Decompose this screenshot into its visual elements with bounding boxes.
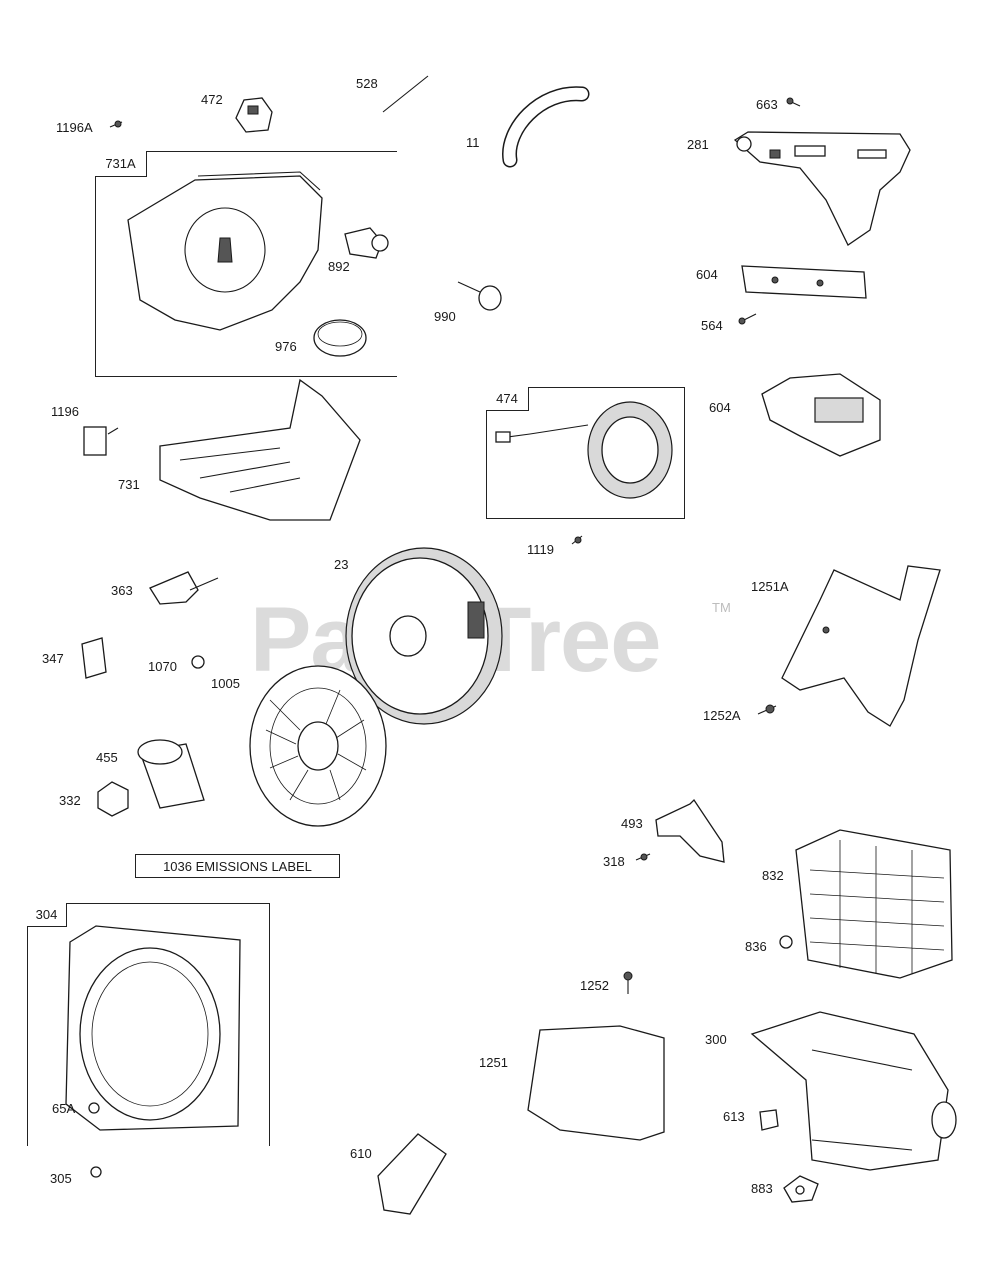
callout-1119: 1119 [527,542,554,557]
callout-1196: 1196 [51,404,79,419]
callout-663: 663 [756,97,778,112]
part-731-cover [159,378,361,521]
watermark-trademark: TM [712,600,731,615]
callout-731: 731 [118,477,140,492]
callout-493: 493 [621,816,643,831]
emissions-label-box: 1036 EMISSIONS LABEL [135,854,340,878]
part-990-knob [457,281,502,311]
part-892-knob [344,227,389,259]
part-832-muffler-guard [795,829,953,979]
group-tag-474: 474 [486,387,529,411]
part-493-bracket [655,798,725,863]
callout-455: 455 [96,750,118,765]
callout-1252: 1252 [580,978,609,993]
group-frame-731A [95,151,397,377]
callout-976: 976 [275,339,297,354]
callout-363: 363 [111,583,133,598]
part-610-plate [377,1133,447,1215]
part-1070-nut [191,655,205,669]
part-455-cup [137,739,205,809]
part-65A-bolt [88,1102,100,1114]
callout-332: 332 [59,793,81,808]
part-604-link [741,265,867,299]
group-frame-474 [486,387,685,519]
callout-1251A: 1251A [751,579,789,594]
part-1196A-screw [109,120,123,128]
callout-564: 564 [701,318,723,333]
part-472-bracket [235,97,273,133]
callout-23: 23 [334,557,349,572]
part-1252A-bolt [757,704,777,715]
callout-472: 472 [201,92,223,107]
part-883-gasket [783,1175,819,1203]
part-23-flywheel [345,547,503,725]
callout-610: 610 [350,1146,372,1161]
callout-883: 883 [751,1181,773,1196]
part-976-cap [313,319,367,357]
part-363-bracket [149,571,219,605]
part-1251A-bracket [781,565,941,727]
part-604-module [761,373,881,457]
callout-1252A: 1252A [703,708,741,723]
group-tag-304: 304 [27,903,67,927]
part-528-tube [382,75,429,113]
callout-65A: 65A [52,1101,76,1116]
part-1251-shield [527,1025,665,1141]
part-281-bracket [733,131,911,246]
callout-281: 281 [687,137,709,152]
callout-892: 892 [328,259,350,274]
callout-613: 613 [723,1109,745,1124]
callout-1251: 1251 [479,1055,508,1070]
callout-1070: 1070 [148,659,177,674]
part-318-bolt [635,853,651,861]
part-300-muffler [750,1011,957,1171]
part-564-bolt [738,313,757,325]
callout-836: 836 [745,939,767,954]
callout-990: 990 [434,309,456,324]
part-347-clip [81,637,107,679]
part-1252-bolt [623,971,633,994]
callout-318: 318 [603,854,625,869]
part-305-bolt [90,1166,102,1178]
callout-11: 11 [466,135,480,150]
callout-1005: 1005 [211,676,240,691]
group-frame-304 [27,903,270,1146]
callout-528: 528 [356,76,378,91]
part-332-nut [97,781,129,817]
callout-832: 832 [762,868,784,883]
callout-300: 300 [705,1032,727,1047]
part-663-screw [786,97,801,107]
group-tag-731A: 731A [95,151,147,177]
callout-604-link: 604 [696,267,718,282]
part-1196-clip [83,426,119,456]
part-613-plug [759,1109,779,1131]
part-474-alternator [495,401,673,499]
callout-1196A: 1196A [56,120,93,135]
part-1005-fan [249,665,387,827]
callout-347: 347 [42,651,64,666]
part-836-bolt [779,935,793,949]
callout-305: 305 [50,1171,72,1186]
callout-604-module: 604 [709,400,731,415]
part-731A-shroud [127,171,323,331]
part-304-blower-housing [65,925,241,1131]
part-1119-screw [571,535,583,545]
